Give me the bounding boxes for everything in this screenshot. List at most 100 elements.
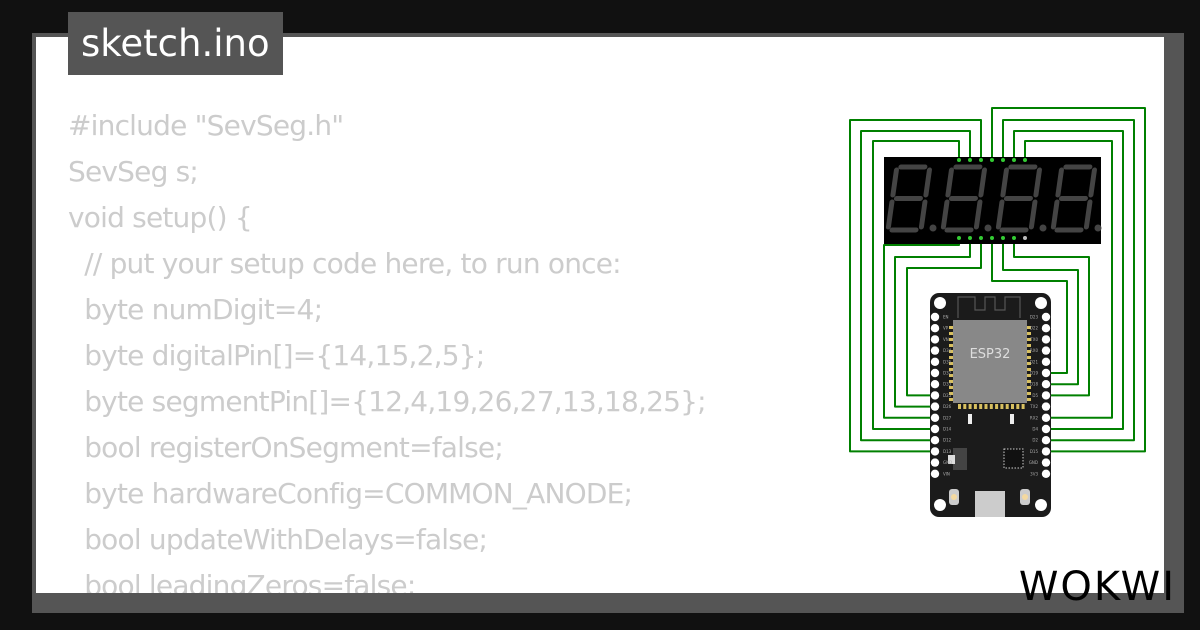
code-line: bool updateWithDelays=false; (68, 523, 488, 556)
usb-port (975, 491, 1005, 517)
pin-label: GND (943, 460, 952, 465)
pin-label: TX0 (1029, 337, 1038, 342)
display-pin[interactable] (1023, 236, 1027, 240)
segment (918, 199, 928, 230)
pin-d14[interactable] (930, 424, 940, 434)
display-pin[interactable] (1001, 158, 1005, 162)
wire[interactable] (1013, 130, 1124, 430)
code-line: byte numDigit=4; (68, 293, 323, 326)
pin-d19[interactable] (1041, 368, 1051, 378)
pin-label: RX0 (1030, 348, 1039, 353)
pin-d26[interactable] (930, 402, 940, 411)
wokwi-logo: WOKWI (1018, 564, 1176, 610)
pin-d4[interactable] (1041, 424, 1051, 434)
segment (995, 199, 1005, 230)
pin-en[interactable] (930, 312, 940, 322)
wire[interactable] (849, 119, 982, 453)
pin-gnd[interactable] (930, 458, 940, 467)
display-pin[interactable] (1012, 236, 1016, 240)
wire[interactable] (1002, 119, 1135, 442)
display-digits (885, 164, 1102, 233)
display-pin[interactable] (1012, 158, 1016, 162)
pin-label: D2 (1032, 438, 1038, 443)
display-pin[interactable] (968, 236, 972, 240)
pin-d18[interactable] (1041, 380, 1051, 389)
pin-tx2[interactable] (1041, 402, 1051, 411)
pin-d5[interactable] (1041, 391, 1051, 400)
wire[interactable] (872, 140, 960, 430)
pin-gnd[interactable] (1041, 458, 1051, 467)
antenna-icon (957, 296, 1021, 318)
wire[interactable] (1002, 238, 1079, 386)
code-line: void setup() { (68, 201, 253, 234)
display-pin[interactable] (990, 158, 994, 162)
segment (885, 199, 895, 230)
pin-d34[interactable] (930, 346, 940, 355)
pin-tx0[interactable] (1041, 335, 1051, 344)
file-tab[interactable]: sketch.ino (68, 12, 283, 75)
pin-d13[interactable] (930, 447, 940, 456)
chip-label: ESP32 (970, 347, 1011, 362)
segment (945, 167, 954, 198)
display-pin[interactable] (957, 158, 961, 162)
esp32-module (953, 320, 1027, 403)
esp32-board[interactable]: ESP32 ENVPVND34D35D32D33D25D26D27D14D12D… (930, 293, 1051, 517)
pin-rx0[interactable] (1041, 346, 1051, 355)
code-line: bool leadingZeros=false; (68, 569, 416, 593)
code-line: byte segmentPin[]={12,4,19,26,27,13,18,2… (68, 385, 706, 418)
pin-d35[interactable] (930, 357, 940, 366)
pin-vn[interactable] (930, 335, 940, 344)
pin-label: D27 (943, 415, 952, 420)
decimal-point (1039, 224, 1047, 232)
wire[interactable] (860, 130, 971, 442)
display-pin[interactable] (957, 236, 961, 240)
pin-label: D13 (943, 449, 952, 454)
digit (995, 164, 1042, 233)
pin-label: D15 (1030, 449, 1039, 454)
pin-d25[interactable] (930, 391, 940, 400)
segment (1050, 199, 1060, 230)
pin-label: 3V3 (1030, 471, 1038, 476)
pin-label: D23 (1030, 315, 1039, 320)
code-line: byte digitalPin[]={14,15,2,5}; (68, 339, 485, 372)
segment (890, 167, 899, 198)
segment (973, 199, 983, 230)
pin-d12[interactable] (930, 436, 940, 445)
pin-d21[interactable] (1041, 357, 1051, 366)
pin-d33[interactable] (930, 380, 940, 389)
pin-label: D18 (1030, 382, 1039, 387)
wire[interactable] (906, 238, 982, 397)
display-pin[interactable] (968, 158, 972, 162)
display-pin[interactable] (979, 236, 983, 240)
display-pin[interactable] (1023, 158, 1027, 162)
pin-vin[interactable] (930, 469, 940, 478)
wire[interactable] (991, 238, 1068, 374)
pin-d15[interactable] (1041, 447, 1051, 456)
display-pins (957, 158, 1027, 240)
display-pin[interactable] (990, 236, 994, 240)
digit (1050, 164, 1097, 233)
display-pin[interactable] (1001, 236, 1005, 240)
pin-label: D12 (943, 438, 952, 443)
pin-d2[interactable] (1041, 436, 1051, 445)
pin-label: VIN (943, 471, 950, 476)
pin-d32[interactable] (930, 368, 940, 378)
segment (923, 167, 932, 198)
pin-d23[interactable] (1041, 312, 1051, 322)
pin-label: EN (943, 315, 949, 320)
wire[interactable] (1024, 140, 1113, 419)
decimal-point (1094, 224, 1102, 232)
wire[interactable] (894, 238, 971, 408)
segment (1028, 199, 1038, 230)
segment (1088, 167, 1097, 198)
wire[interactable] (1013, 238, 1090, 397)
wire[interactable] (991, 107, 1146, 453)
pin-d22[interactable] (1041, 324, 1051, 333)
display-pin[interactable] (979, 158, 983, 162)
pin-3v3[interactable] (1041, 469, 1051, 478)
pin-d27[interactable] (930, 413, 940, 422)
pin-rx2[interactable] (1041, 413, 1051, 422)
pin-vp[interactable] (930, 324, 940, 333)
pin-label: D26 (943, 404, 952, 409)
